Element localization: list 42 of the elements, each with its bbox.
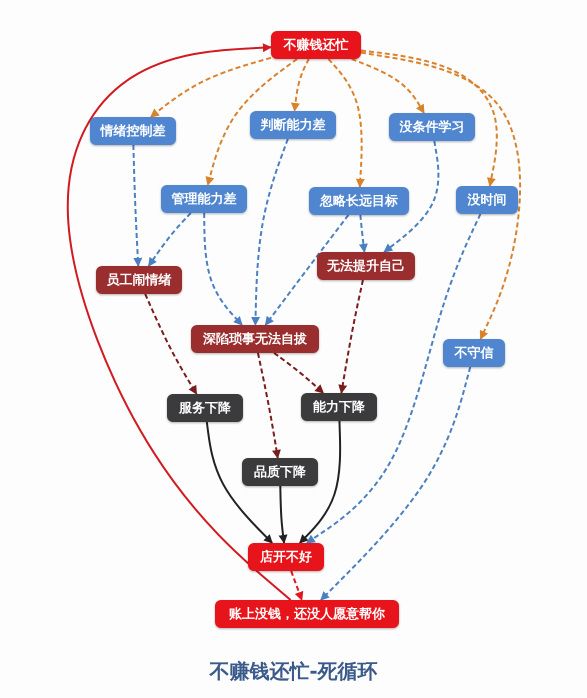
arrow [299, 420, 342, 544]
problem-box: 店开不好 [248, 543, 324, 571]
arrow [150, 56, 272, 118]
arrow [383, 140, 440, 253]
arrow [206, 58, 298, 186]
arrow [144, 294, 198, 395]
arrow [351, 58, 425, 114]
result-box: 能力下降 [301, 393, 377, 421]
arrow [358, 214, 368, 253]
arrow [306, 214, 482, 544]
cause-box: 不守信 [443, 339, 505, 367]
problem-box: 不赚钱还忙 [271, 31, 361, 59]
arrow [290, 570, 304, 601]
arrow [148, 212, 192, 267]
arrow [338, 280, 364, 394]
cause-box: 判断能力差 [250, 111, 336, 139]
arrow [360, 50, 498, 187]
effect-box: 员工闹情绪 [96, 266, 182, 294]
arrow [66, 43, 292, 601]
diagram-title: 不赚钱还忙-死循环 [208, 658, 379, 685]
cause-box: 管理能力差 [161, 185, 247, 213]
effect-box: 无法提升自己 [317, 252, 415, 280]
arrow [290, 58, 310, 112]
arrow [360, 52, 522, 340]
arrow [132, 144, 142, 267]
cause-box: 忽略长远目标 [309, 187, 409, 215]
arrow [278, 486, 288, 544]
arrow [251, 138, 289, 326]
cause-box: 情绪控制差 [90, 117, 176, 145]
arrow [203, 212, 243, 326]
effect-box: 深陷琐事无法自拔 [191, 325, 319, 353]
cause-box: 没时间 [456, 186, 518, 214]
arrow [206, 422, 273, 544]
arrow [320, 366, 472, 601]
arrow [328, 58, 365, 188]
result-box: 服务下降 [167, 394, 243, 422]
cause-box: 没条件学习 [389, 113, 475, 141]
arrow [274, 352, 324, 394]
arrow [264, 214, 350, 326]
arrow [256, 352, 281, 459]
problem-box: 账上没钱，还没人愿意帮你 [215, 600, 399, 628]
result-box: 品质下降 [242, 458, 318, 486]
